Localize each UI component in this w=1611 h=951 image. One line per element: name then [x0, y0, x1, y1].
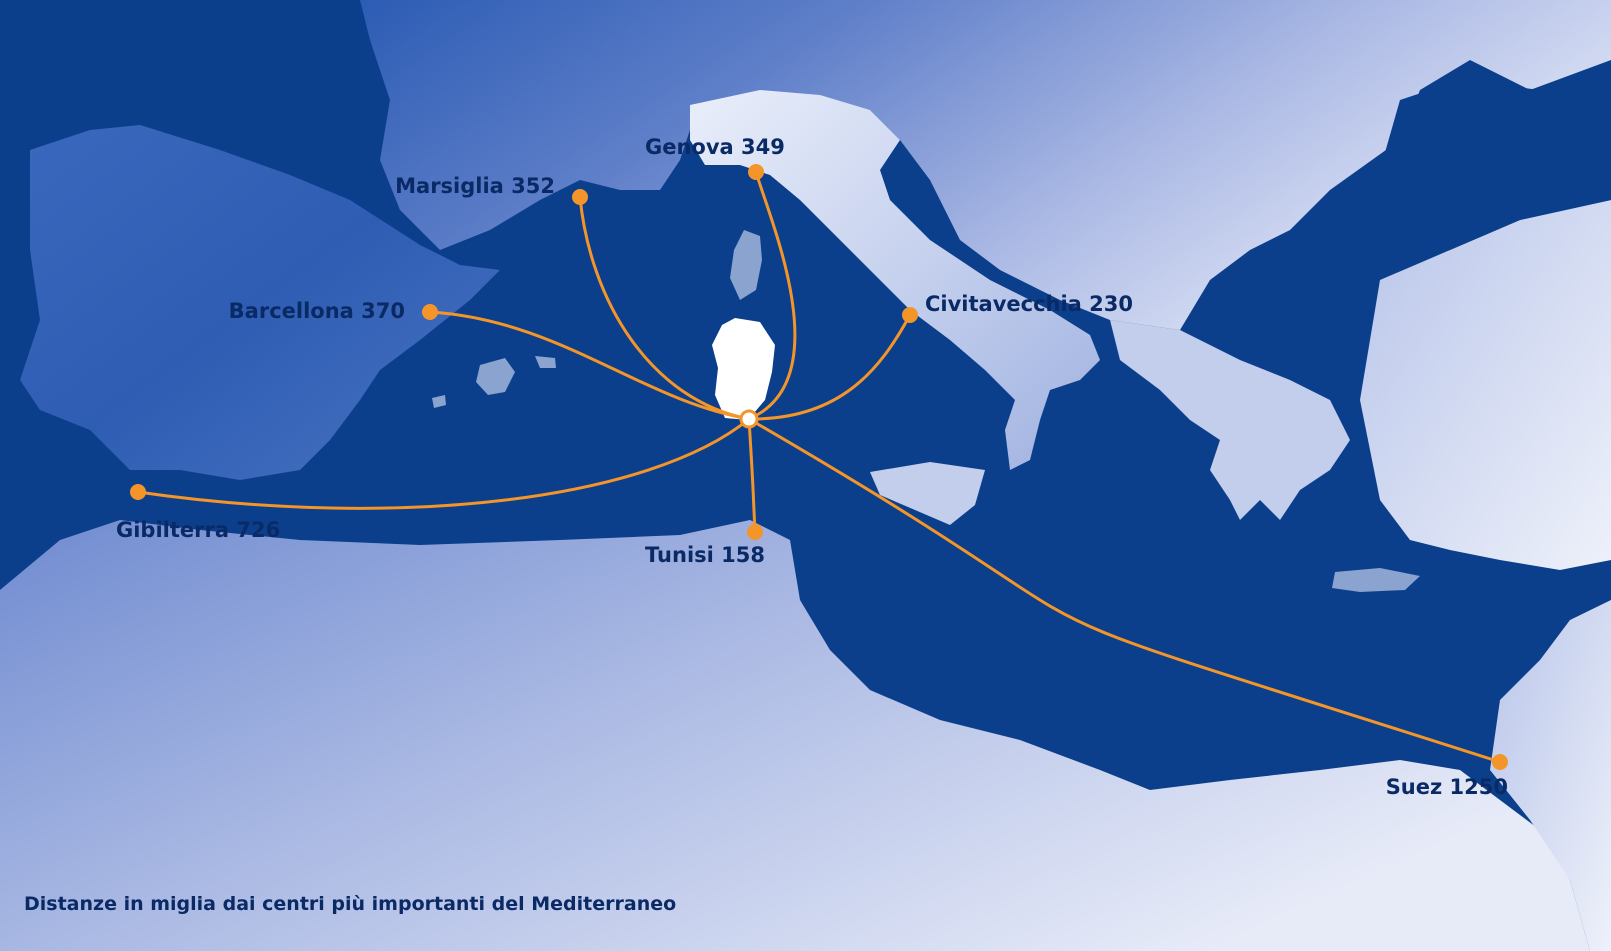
route-genova	[748, 171, 797, 421]
land-iberia	[20, 125, 500, 480]
land-anatolia	[1360, 200, 1611, 570]
land-europe	[360, 0, 1611, 330]
routes	[137, 171, 1501, 764]
land-italy	[690, 90, 1100, 470]
land-levant	[1490, 600, 1611, 951]
route-barcellona	[429, 310, 750, 421]
route-civitavecchia	[748, 314, 912, 421]
marker-marsiglia	[572, 189, 588, 205]
island-menorca	[535, 356, 556, 368]
marker-suez	[1492, 754, 1508, 770]
label-barcellona: Barcellona 370	[229, 299, 405, 323]
island-ibiza	[432, 395, 446, 408]
label-marsiglia: Marsiglia 352	[395, 174, 555, 198]
marker-civitavecchia	[902, 307, 918, 323]
label-gibilterra: Gibilterra 726	[116, 518, 280, 542]
island-sicily	[870, 462, 985, 525]
label-tunisi: Tunisi 158	[645, 543, 765, 567]
marker-gibilterra	[130, 484, 146, 500]
marker-barcellona	[422, 304, 438, 320]
land-africa	[0, 520, 1590, 951]
route-tunisi	[747, 418, 757, 533]
island-corsica	[730, 230, 762, 300]
land-balkans	[1110, 320, 1350, 520]
label-genova: Genova 349	[645, 135, 785, 159]
island-mallorca	[476, 358, 515, 395]
map-caption: Distanze in miglia dai centri più import…	[24, 893, 676, 915]
island-crete	[1332, 568, 1420, 592]
marker-genova	[748, 164, 764, 180]
hollow-circle-marker	[739, 409, 759, 429]
marker-tunisi	[747, 524, 763, 540]
route-gibilterra	[137, 417, 750, 510]
island-sardinia	[712, 318, 775, 420]
route-marsiglia	[578, 196, 750, 421]
route-suez	[748, 417, 1501, 764]
label-suez: Suez 1250	[1386, 775, 1508, 799]
sea-black	[1360, 70, 1611, 270]
label-civitavecchia: Civitavecchia 230	[925, 292, 1133, 316]
